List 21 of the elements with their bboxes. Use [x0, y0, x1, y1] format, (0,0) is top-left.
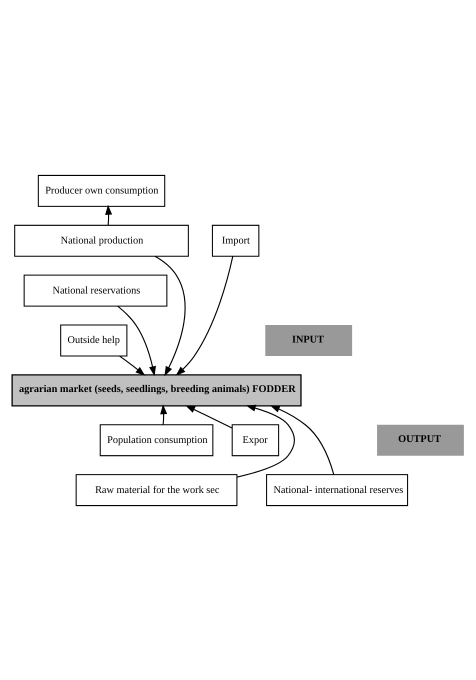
arrow [154, 255, 186, 376]
node-box: National- international reserves [266, 474, 408, 506]
node-box: Expor [232, 424, 280, 456]
node-box: National production [14, 224, 189, 256]
arrow [117, 305, 156, 376]
arrow [185, 404, 232, 428]
arrow [105, 204, 112, 225]
node-box: Outside help [60, 324, 128, 356]
arrow [237, 404, 295, 478]
arrow [176, 256, 234, 376]
node-box: INPUT [265, 324, 352, 356]
arrow [119, 355, 146, 376]
node-box: Import [212, 224, 260, 256]
node-box: National reservations [24, 274, 168, 306]
node-box: agrarian market (seeds, seedlings, breeding animals) FODDER [11, 374, 302, 406]
node-box: OUTPUT [377, 424, 464, 456]
node-box: Producer own consumption [38, 174, 166, 206]
node-box: Raw material for the work sec [76, 474, 238, 506]
arrow [160, 404, 168, 424]
node-box: Population consumption [100, 424, 214, 456]
arrow [270, 404, 334, 474]
